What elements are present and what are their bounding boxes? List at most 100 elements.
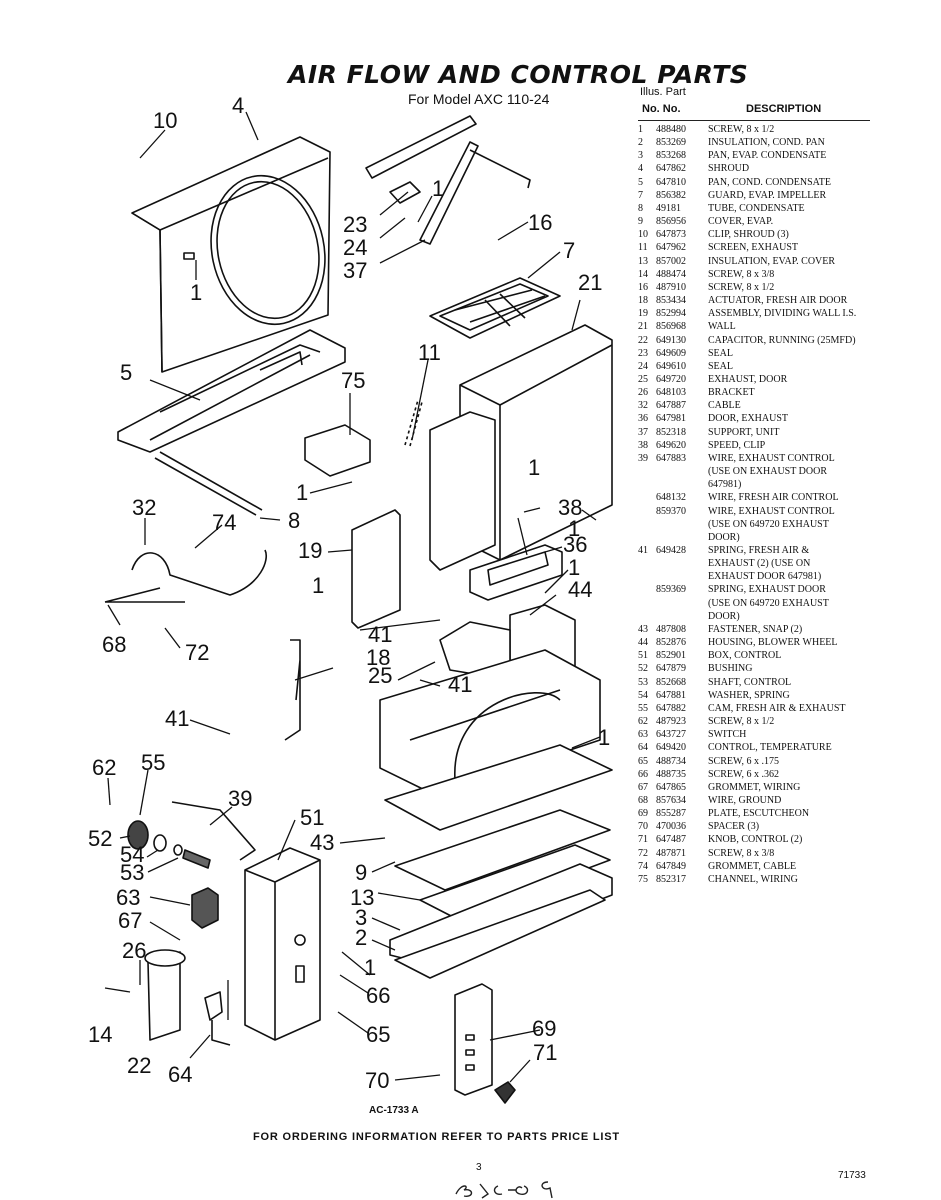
part-no: 488474 — [656, 268, 686, 280]
part-no: 647962 — [656, 242, 686, 254]
evap-condensate-pan-part — [389, 863, 613, 966]
parts-row: (USE ON 649720 EXHAUST — [638, 597, 908, 610]
part-no: 488735 — [656, 768, 686, 780]
part-no: 852668 — [656, 676, 686, 688]
illus-no: 25 — [638, 373, 648, 385]
part-no: 647887 — [656, 400, 686, 412]
exhaust-screen-part — [404, 399, 423, 447]
part-no: 859370 — [656, 505, 686, 517]
part-no: 855287 — [656, 808, 686, 820]
part-no: 852994 — [656, 308, 686, 320]
part-no: 852317 — [656, 873, 686, 885]
illus-no: 4 — [638, 163, 643, 175]
part-description: TUBE, CONDENSATE — [708, 202, 805, 214]
callout-52: 52 — [88, 826, 112, 851]
document-number: 71733 — [838, 1170, 866, 1181]
illus-no: 8 — [638, 202, 643, 214]
ground-wire-part — [104, 587, 185, 603]
part-description: INSULATION, COND. PAN — [708, 137, 825, 149]
callout-72: 72 — [185, 640, 209, 665]
cond-condensate-pan-part — [117, 329, 346, 453]
escutcheon-plate-part — [454, 983, 493, 1096]
callout-1: 1 — [296, 480, 308, 505]
actuator-part — [284, 639, 301, 741]
cond-pan-insulation-part — [394, 889, 606, 979]
callout-67: 67 — [118, 908, 142, 933]
illus-no: 70 — [638, 821, 648, 833]
illus-no: 1 — [638, 124, 643, 135]
part-no: 647487 — [656, 834, 686, 846]
part-description: FASTENER, SNAP (2) — [708, 623, 803, 635]
part-description: (USE ON 649720 EXHAUST — [708, 597, 829, 609]
part-no: 649420 — [656, 742, 686, 754]
part-no: 852876 — [656, 637, 686, 649]
part-no: 647862 — [656, 163, 686, 175]
callout-32: 32 — [132, 495, 156, 520]
illus-no: 52 — [638, 663, 648, 675]
illus-no: 64 — [638, 742, 648, 754]
part-no: 649610 — [656, 360, 686, 372]
part-description: WIRE, EXHAUST CONTROL — [708, 505, 835, 517]
part-description: KNOB, CONTROL (2) — [708, 834, 803, 846]
part-description: PLATE, ESCUTCHEON — [708, 808, 810, 820]
part-description: GROMMET, WIRING — [708, 781, 801, 793]
condensate-tube-part — [154, 451, 263, 516]
callout-70: 70 — [365, 1068, 389, 1093]
header-description: DESCRIPTION — [746, 103, 822, 115]
callout-8: 8 — [288, 508, 300, 533]
part-description: COVER, EVAP. — [708, 216, 774, 228]
illus-no: 23 — [638, 347, 648, 359]
part-no: 647881 — [656, 689, 686, 701]
illus-no: 65 — [638, 755, 648, 767]
part-no: 852901 — [656, 650, 686, 662]
evap-housing-part — [379, 649, 613, 831]
illus-no: 10 — [638, 229, 648, 241]
parts-row: (USE ON 649720 EXHAUST — [638, 518, 908, 531]
illus-no: 75 — [638, 873, 648, 885]
callout-66: 66 — [366, 983, 390, 1008]
part-description: CAM, FRESH AIR & EXHAUST — [708, 702, 846, 714]
part-description: WALL — [708, 321, 736, 333]
illus-no: 19 — [638, 308, 648, 320]
part-description: BRACKET — [708, 387, 755, 399]
model-subtitle: For Model AXC 110-24 — [408, 91, 550, 107]
page-title: AIR FLOW AND CONTROL PARTS — [288, 60, 749, 89]
callout-43: 43 — [310, 830, 334, 855]
part-no: 647849 — [656, 860, 686, 872]
callout-65: 65 — [366, 1022, 390, 1047]
part-description: WASHER, SPRING — [708, 689, 790, 701]
callout-1: 1 — [190, 280, 202, 305]
callout-74: 74 — [212, 510, 236, 535]
illus-no: 2 — [638, 137, 643, 149]
cable-part — [131, 549, 267, 596]
part-description: SEAL — [708, 360, 733, 372]
part-description: SEAL — [708, 347, 733, 359]
callout-1: 1 — [528, 455, 540, 480]
part-description: INSULATION, EVAP. COVER — [708, 255, 836, 267]
illus-no: 62 — [638, 716, 648, 728]
illus-no: 74 — [638, 860, 648, 872]
callout-1: 1 — [312, 573, 324, 598]
part-no: 648132 — [656, 492, 686, 504]
callout-19: 19 — [298, 538, 322, 563]
